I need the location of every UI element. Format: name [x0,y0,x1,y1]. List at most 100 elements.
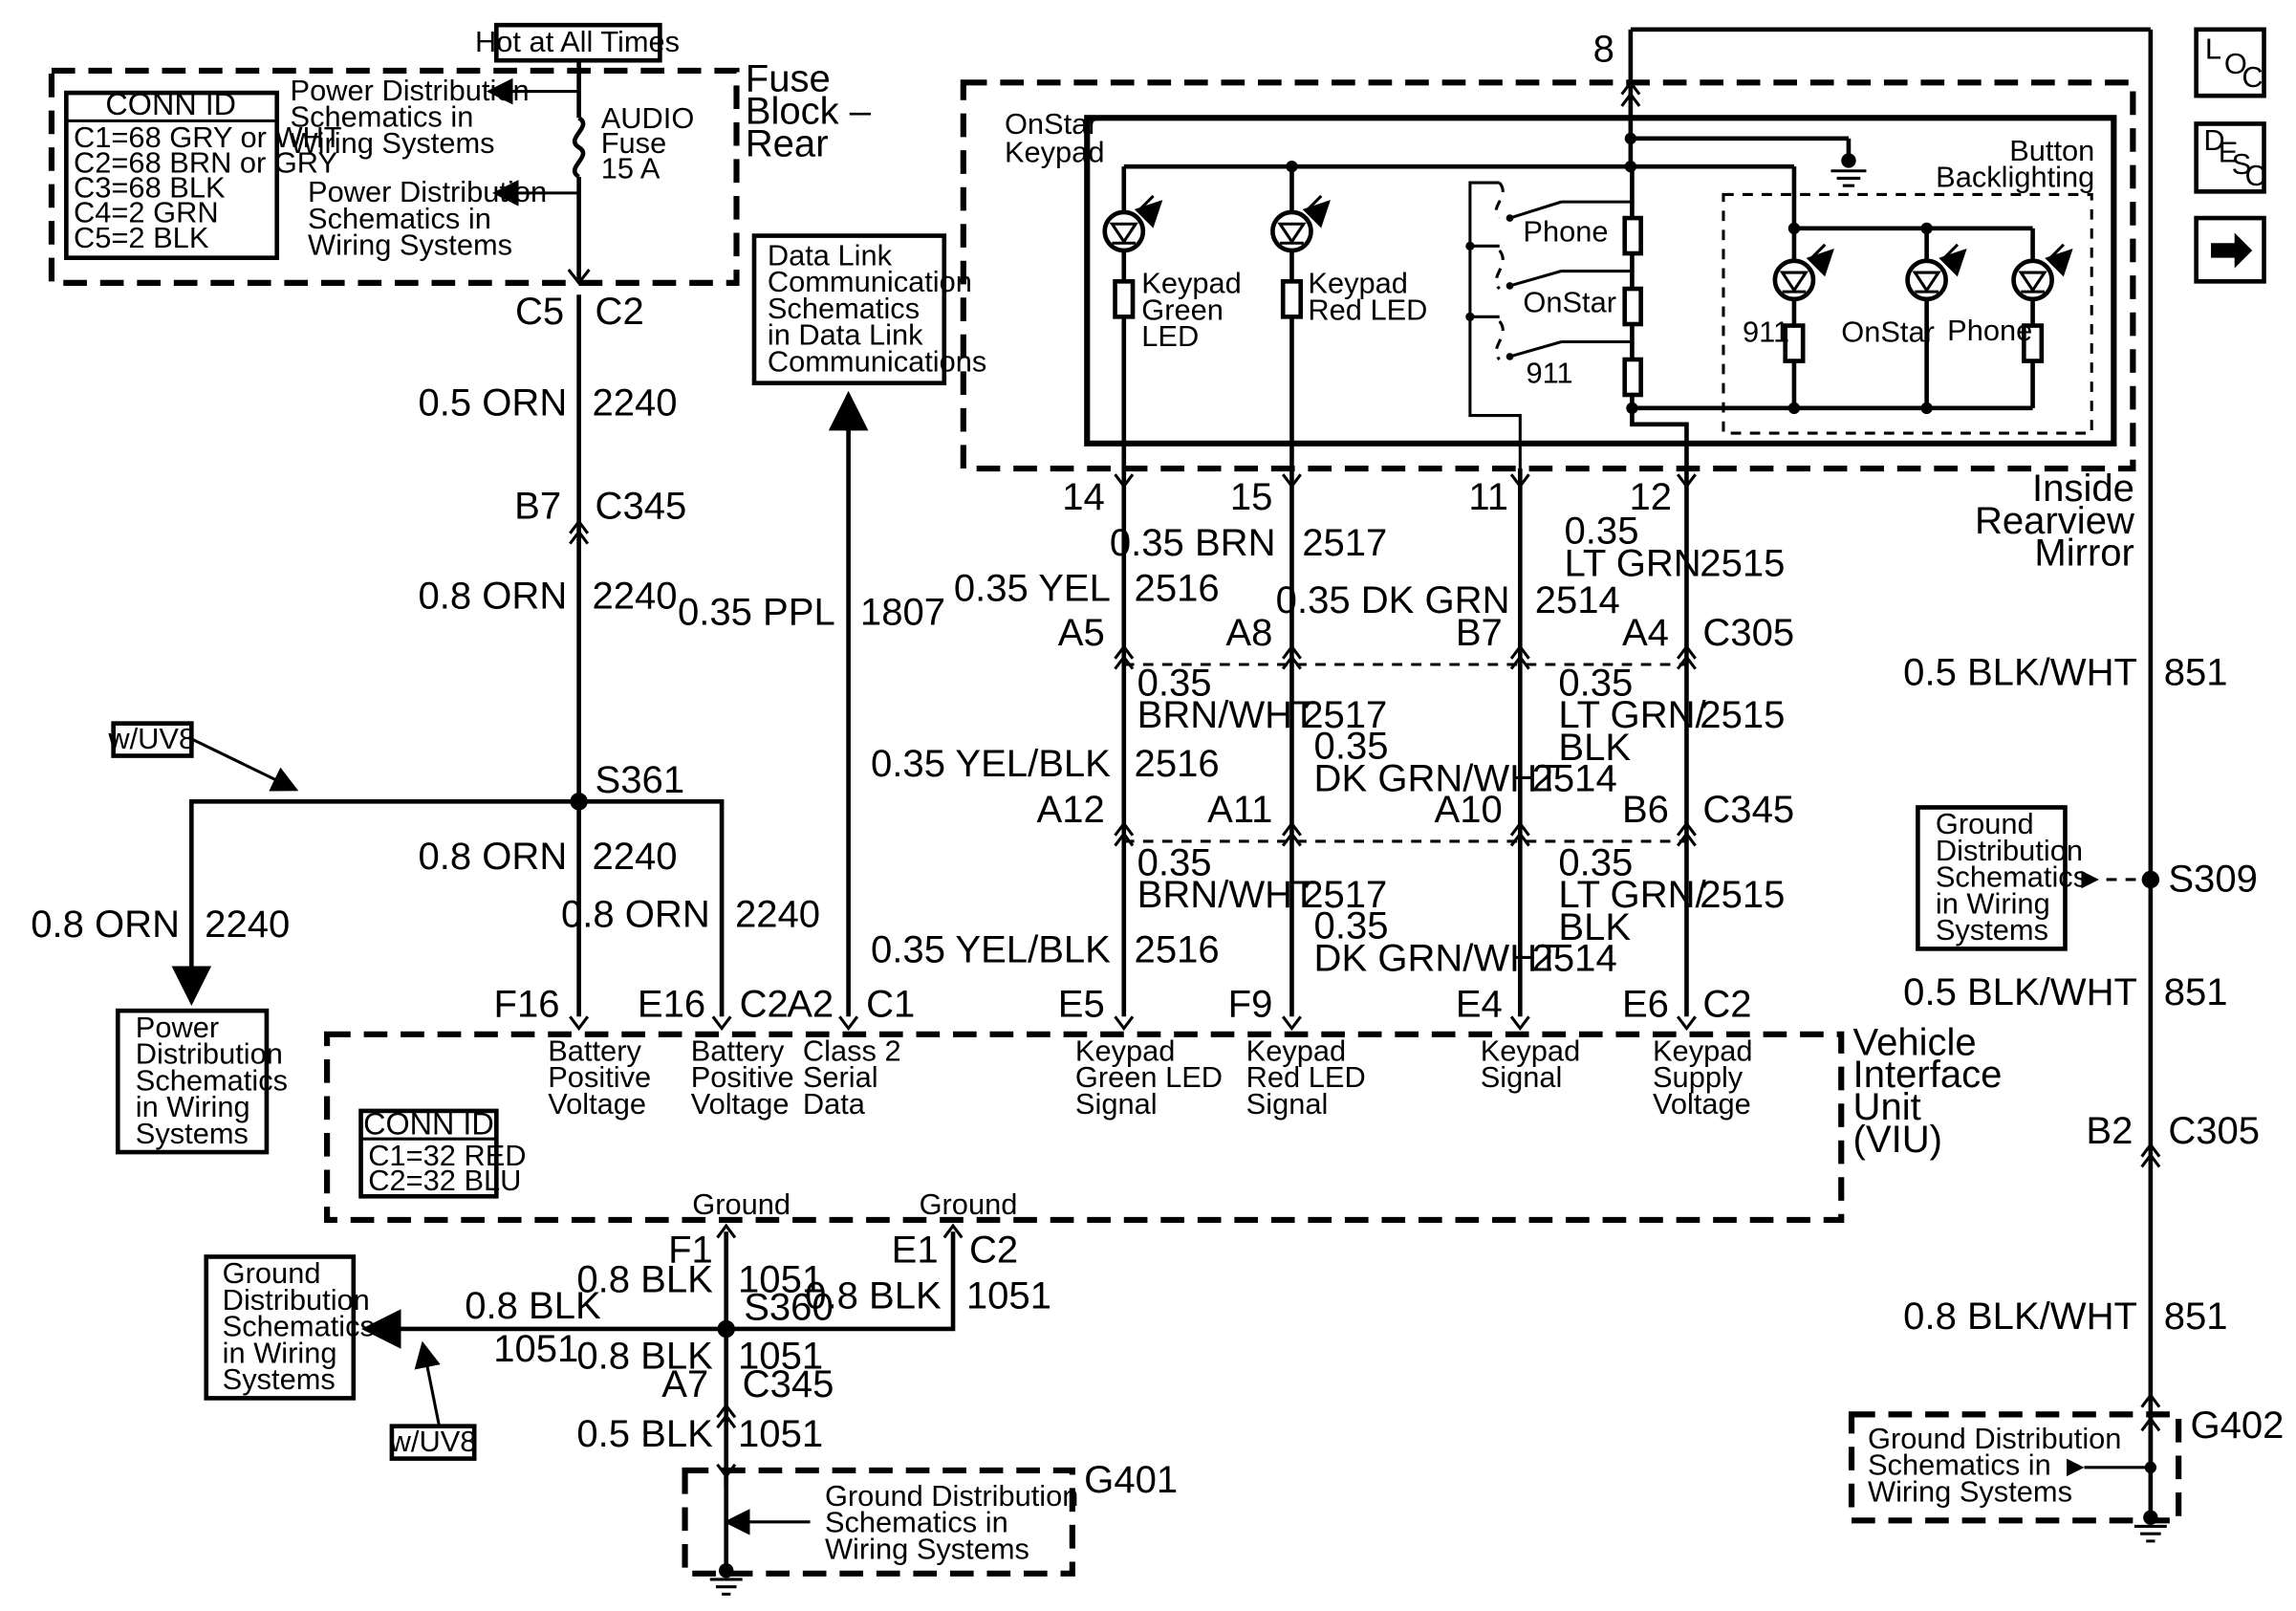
next-button[interactable] [2194,215,2266,284]
ref-line: Ground [223,1256,321,1290]
wire-size: 0.35 [1137,662,1212,704]
wire-circuit: 2240 [592,382,677,425]
loc-icon: O [2224,47,2247,80]
loc-icon: C [2242,60,2263,94]
wire-size: 0.35 [1558,841,1633,883]
ref-line: Schematics in [825,1506,1008,1539]
ref-line: Data Link [768,238,893,272]
option-tag-uv8 [389,1424,477,1461]
ref-line: Distribution [1936,834,2083,867]
ref-line: in Data Link [768,318,923,352]
fuse-label-2: Fuse [601,126,667,160]
pin-function: Positive [691,1060,794,1094]
wire-size: 0.35 [1565,511,1639,553]
switch-onstar-label: OnStar [1523,286,1616,319]
ref-line: Communications [768,344,986,378]
pin-a8: A8 [1225,612,1272,654]
fuse-conn-id-box: CONN ID C1=68 GRY or WHT C2=68 BRN or GR… [64,87,342,260]
conn-id-line: C3=68 BLK [74,170,226,204]
mirror-name: Mirror [2034,533,2134,575]
conn-c305: C305 [1702,612,1794,654]
green-led-icon [1102,209,1146,253]
wire-size: 0.35 YEL/BLK [871,928,1111,970]
red-led-icon [1270,209,1313,253]
wire-size: 0.8 BLK/WHT [1903,1295,2137,1338]
pin-function: Red LED [1246,1060,1366,1094]
wire-size: 0.8 BLK [576,1336,713,1378]
backlight-onstar-label: OnStar [1841,316,1935,349]
ref-line: Communication [768,265,972,298]
backlight-led-phone [2011,245,2071,408]
conn-c345: C345 [743,1363,834,1405]
wire-circuit: 2516 [1135,568,1220,610]
switch-onstar [1509,270,1562,288]
pd-ref-mid-2: Schematics in [308,202,491,235]
conn-c305: C305 [2168,1110,2260,1152]
backlight-label: Backlighting [1936,161,2094,194]
pin-a2: A2 [787,983,834,1025]
mirror-outline [960,79,2136,472]
conn-id-line: C1=68 GRY or WHT [74,120,342,154]
pd-ref-mid-3: Wiring Systems [308,229,512,262]
conn-c2: C2 [969,1230,1018,1272]
fuse-block: Hot at All Times Fuse Block – Rear CONN … [48,22,872,286]
fuse-block-outline [48,67,740,286]
ref-line: Ground Distribution [1868,1422,2121,1455]
wire-circuit: 2514 [1532,758,1617,800]
wire-circuit: 2517 [1302,874,1387,916]
splice-s309-label: S309 [2168,858,2258,900]
pin-e1: E1 [892,1230,939,1272]
wire-size: LT GRN/ [1558,694,1706,736]
wire-circuit: 2515 [1700,543,1785,585]
wire-size: DK GRN/WHT [1314,938,1561,980]
hot-at-all-times-box [494,22,662,63]
pd-ref-top-2: Schematics in [291,100,474,134]
wire-size: 0.8 ORN [31,903,180,946]
pin-a12: A12 [1036,789,1104,831]
option-tag-label: w/UV8 [389,1425,477,1458]
green-led-label: Green [1141,293,1224,326]
mirror-name: Inside [2032,468,2134,510]
wire-circuit: 2240 [592,836,677,878]
ground-pin-label: Ground [920,1187,1018,1221]
pd-ref-top-3: Wiring Systems [291,126,495,160]
ref-line: Distribution [136,1037,283,1071]
ref-line: in Wiring [1936,886,2050,920]
wire-size: 0.35 PPL [678,591,835,633]
ref-line: in Wiring [136,1090,250,1123]
wire-size: 0.8 ORN [418,575,567,617]
viu-conn-id-box: CONN ID C1=32 RED C2=32 BLU [358,1107,527,1199]
ref-line: Power [136,1011,219,1044]
wire-size: 0.35 [1137,841,1212,883]
ref-line: Schematics [768,292,920,325]
backlighting-outline [1722,192,2093,435]
pin-function: Battery [691,1034,785,1068]
connector-symbol [1620,79,1641,107]
wire-size: 0.5 BLK/WHT [1903,652,2137,694]
pin-function: Green LED [1075,1060,1223,1094]
loc-button[interactable]: L O C [2194,27,2266,98]
pin-11: 11 [1468,476,1508,518]
wire-circuit: 851 [2164,971,2228,1013]
pin-function: Keypad [1481,1034,1581,1068]
backlight-label: Button [2009,134,2094,167]
wire-size: 0.35 [1314,726,1389,768]
wire-size: 0.8 BLK [576,1258,713,1300]
conn-id-line: C4=2 GRN [74,196,219,229]
pin-function: Voltage [548,1087,646,1121]
wire-circuit: 2514 [1535,579,1620,621]
wire-size: 0.35 BRN [1110,522,1276,564]
conn-id-line: C2=32 BLU [368,1164,521,1197]
conn-c345: C345 [596,485,687,527]
wire-circuit: 851 [2164,652,2228,694]
pin-b6: B6 [1622,789,1669,831]
wire-size: 0.35 YEL [954,568,1111,610]
wire-circuit: 1807 [860,591,945,633]
pin-a10: A10 [1435,789,1503,831]
g402-ground: Ground Distribution Schematics in Wiring… [1848,1404,2284,1543]
pin-e5: E5 [1058,983,1105,1025]
desc-button[interactable]: D E S C [2194,121,2266,194]
wire-size: 0.8 ORN [418,836,567,878]
ref-line: Schematics in [1868,1448,2051,1482]
pin-f1: F1 [668,1230,713,1272]
